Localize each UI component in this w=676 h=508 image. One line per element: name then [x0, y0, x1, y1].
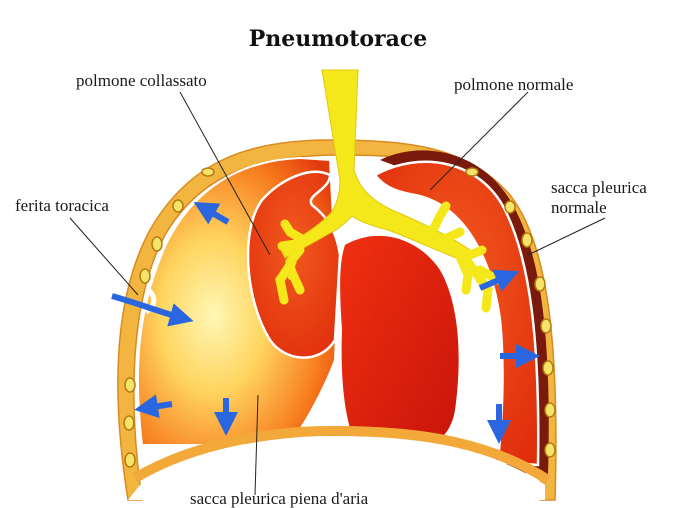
rib-icon	[152, 237, 162, 251]
label-collapsed-lung: polmone collassato	[76, 71, 207, 90]
leader-chest-wound	[70, 218, 138, 295]
rib-icon	[140, 269, 150, 283]
rib-icon	[125, 453, 135, 467]
label-normal-sac-line2: normale	[551, 198, 607, 217]
label-air-filled-sac: sacca pleurica piena d'aria	[190, 489, 369, 508]
rib-icon	[541, 319, 551, 333]
label-chest-wound: ferita toracica	[15, 196, 109, 215]
arrow-icon	[146, 404, 172, 408]
rib-icon	[173, 200, 183, 212]
label-normal-lung: polmone normale	[454, 75, 573, 94]
rib-icon	[545, 403, 555, 417]
rib-icon	[202, 168, 214, 176]
rib-icon	[124, 416, 134, 430]
rib-icon	[543, 361, 553, 375]
rib-icon	[522, 233, 532, 247]
rib-icon	[466, 168, 478, 176]
leader-normal-sac	[528, 218, 605, 255]
rib-icon	[535, 277, 545, 291]
rib-icon	[125, 378, 135, 392]
heart	[340, 236, 459, 450]
diagram-title: Pneumotorace	[249, 26, 428, 52]
rib-icon	[545, 443, 555, 457]
label-normal-sac-line1: sacca pleurica	[551, 178, 647, 197]
rib-icon	[505, 201, 515, 213]
